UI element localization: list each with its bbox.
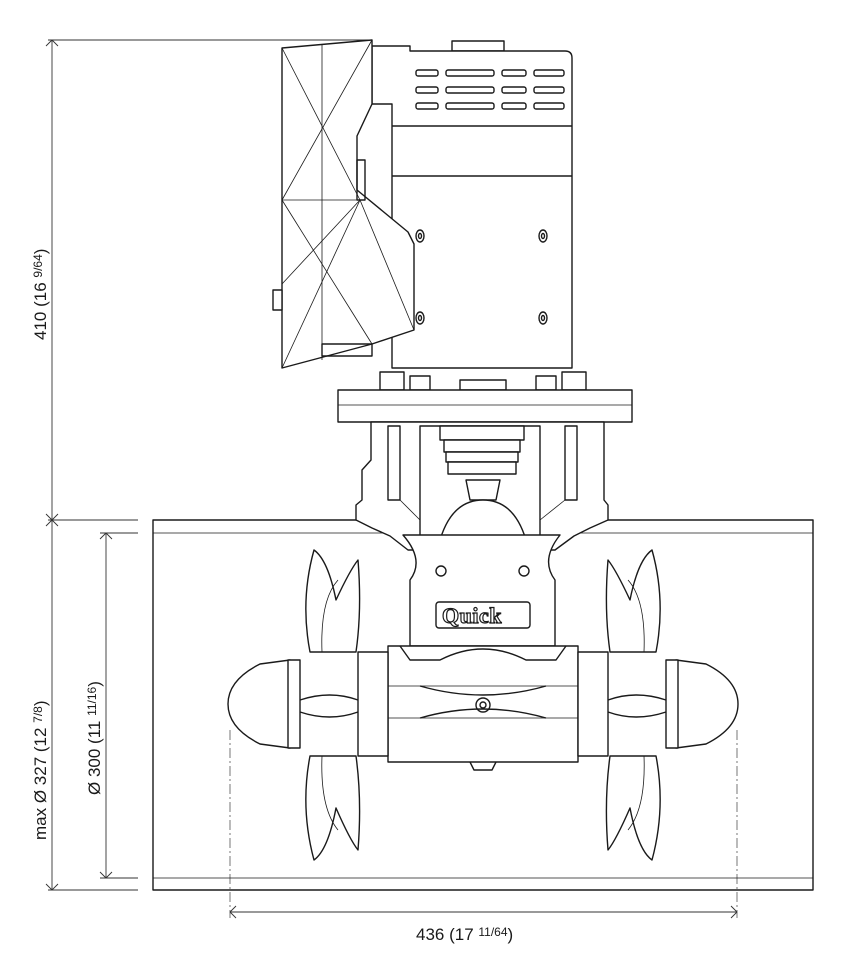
width-dimension: [229, 730, 738, 919]
cooling-vents: [415, 69, 565, 110]
control-box: [272, 39, 415, 369]
lower-unit: [402, 534, 561, 647]
gear-leg: [355, 421, 609, 551]
tunnel-diameter-label: Ø 300 (11 11/16): [85, 681, 104, 795]
height-dimension: [45, 39, 370, 521]
propeller-hub: [357, 645, 609, 771]
width-dimension-label: 436 (17 11/64): [416, 925, 513, 944]
motor-body: [371, 40, 573, 369]
max-diameter-label: max Ø 327 (12 7/8): [31, 700, 50, 840]
right-propeller: [605, 549, 739, 861]
left-propeller: [227, 549, 361, 861]
height-dimension-label: 410 (16 9/64): [31, 249, 50, 340]
brand-logo: Quick: [442, 603, 502, 628]
mounting-flange: [337, 371, 633, 423]
housing-screws: [415, 229, 548, 325]
max-diameter-dimension: [45, 519, 138, 891]
tunnel-diameter-dimension: [99, 532, 138, 879]
